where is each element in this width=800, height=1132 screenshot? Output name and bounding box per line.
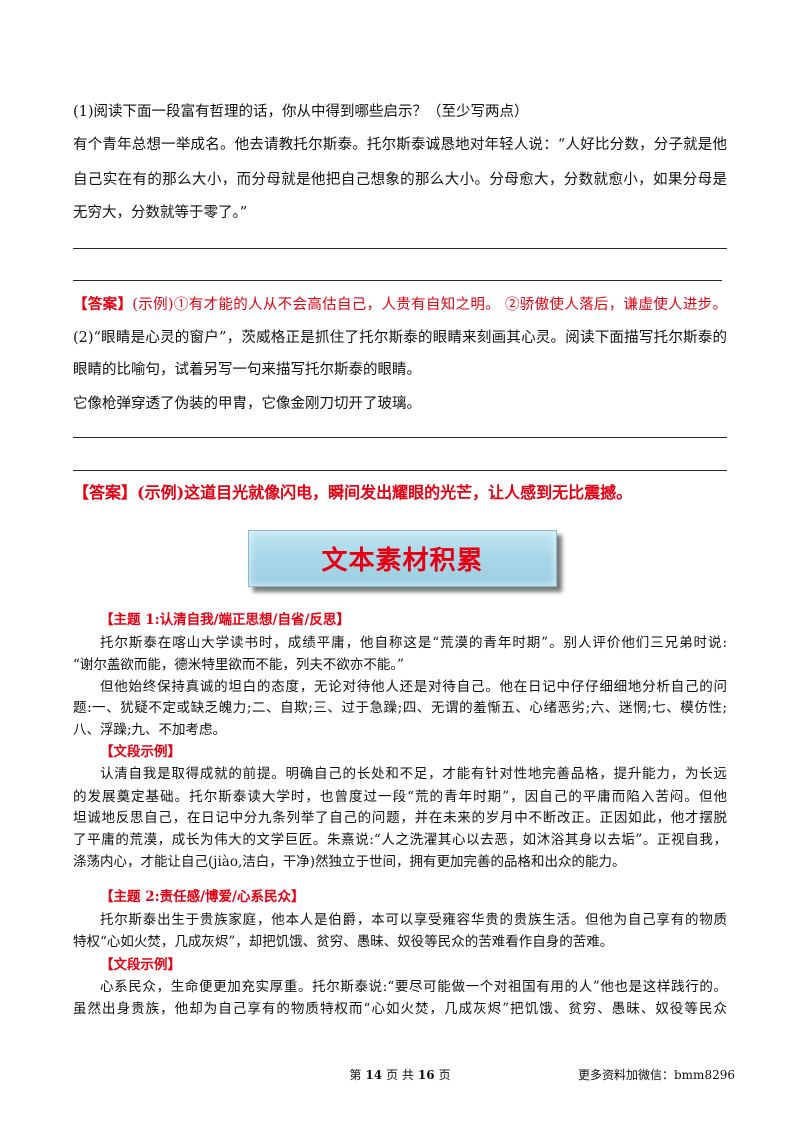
answer-text: (示例)①有才能的人从不会高估自己，人贵有自知之明。 ②骄傲使人落后，谦虚使人进…: [132, 297, 727, 313]
answer-line-rule: [73, 280, 722, 281]
material-story-line: 八、浮躁;九、不加考虑。: [73, 722, 227, 738]
material-story-line: 托尔斯泰出生于贵族家庭，他本人是伯爵，本可以享受雍容华贵的贵族生活。但他为自己享…: [100, 912, 727, 928]
answer-line-rule: [73, 437, 727, 438]
contact-note: 更多资料加微信：bmm8296: [578, 1068, 735, 1082]
answer-tag: 【答案】: [73, 296, 133, 313]
banner-title: 文本素材积累: [321, 546, 484, 576]
example-line: 心系民众，生命便更加充实厚重。托尔斯泰说:“要尽可能做一个对祖国有用的人”他也是…: [100, 979, 727, 995]
example-line: 虽然出身贵族，他却为自己享有的物质特权而“心如火焚，几成灰烬”把饥饿、贫穷、愚昧…: [73, 1001, 727, 1017]
material-story-line: 但他始终保持真诚的坦白的态度，无论对待他人还是对待自己。他在日记中仔仔细细地分析…: [100, 679, 727, 695]
page-prefix: 第: [349, 1068, 362, 1082]
example-line: 坦诚地反思自己，在日记中分九条列举了自己的问题，并在未来的岁月中不断改正。正因如…: [73, 810, 727, 826]
example-line: 的发展奠定基础。托尔斯泰读大学时，也曾度过一段“荒的青年时期”，因自己的平庸而陷…: [73, 789, 727, 805]
example-line: 涤荡内心，才能让自己(jiào,洁白，干净)然独立于世间，拥有更加完善的品格和出…: [73, 854, 626, 870]
q2-prompt-line: (2)“眼睛是心灵的窗户”，茨威格正是抓住了托尔斯泰的眼睛来刻画其心灵。阅读下面…: [73, 330, 727, 346]
q1-answer: 【答案】(示例)①有才能的人从不会高估自己，人贵有自知之明。 ②骄傲使人落后，谦…: [73, 295, 727, 317]
page-current: 14: [365, 1068, 383, 1082]
material-story-line: 托尔斯泰在喀山大学读书时，成绩平庸，他自称这是“荒漠的青年时期”。别人评价他们三…: [100, 635, 727, 651]
section-banner: 文本素材积累: [248, 530, 557, 587]
material-theme-heading: 【主题 2:责任感/博爱/心系民众】: [100, 889, 305, 905]
q1-passage-line: 自己实在有的那么大小，而分母就是他把自己想象的那么大小。分母愈大，分数就愈小，如…: [73, 172, 727, 188]
page-total: 16: [417, 1068, 435, 1082]
q2-answer: 【答案】(示例)这道目光就像闪电，瞬间发出耀眼的光芒，让人感到无比震撼。: [73, 483, 633, 502]
q2-passage: 它像枪弹穿透了伪装的甲胄，它像金刚刀切开了玻璃。: [73, 396, 421, 412]
answer-line-rule: [73, 470, 727, 471]
page-mid: 页 共: [386, 1068, 414, 1082]
material-story-line: 题:一、犹疑不定或缺乏魄力;二、自欺;三、过于急躁;四、无谓的羞惭五、心绪恶劣;…: [73, 700, 727, 716]
material-story-line: “谢尔盖欲而能，德米特里欲而不能，列夫不欲亦不能。”: [73, 657, 405, 673]
q2-prompt-line: 眼睛的比喻句，试着另写一句来描写托尔斯泰的眼睛。: [73, 362, 421, 378]
q1-passage-line: 有个青年总想一举成名。他去请教托尔斯泰。托尔斯泰诚恳地对年轻人说：“人好比分数，…: [73, 137, 727, 153]
material-theme-heading: 【主题 1:认清自我/端正思想/自省/反思】: [100, 612, 350, 628]
q1-passage-line: 无穷大，分数就等于零了。”: [73, 205, 248, 221]
example-line: 认清自我是取得成就的前提。明确自己的长处和不足，才能有针对性地完善品格，提升能力…: [100, 766, 727, 782]
material-story-line: 特权“心如火焚，几成灰烬”，却把饥饿、贫穷、愚昧、奴役等民众的苦难看作自身的苦难…: [73, 934, 614, 950]
q1-prompt: (1)阅读下面一段富有哲理的话，你从中得到哪些启示？（至少写两点）: [73, 104, 529, 120]
page-suffix: 页: [438, 1068, 451, 1082]
example-label: 【文段示例】: [100, 744, 181, 760]
example-label: 【文段示例】: [100, 957, 181, 973]
answer-line-rule: [73, 248, 727, 249]
example-line: 了平庸的荒漠，成长为伟大的文学巨匠。朱熹说:“人之洗濯其心以去恶，如沐浴其身以去…: [73, 832, 727, 848]
